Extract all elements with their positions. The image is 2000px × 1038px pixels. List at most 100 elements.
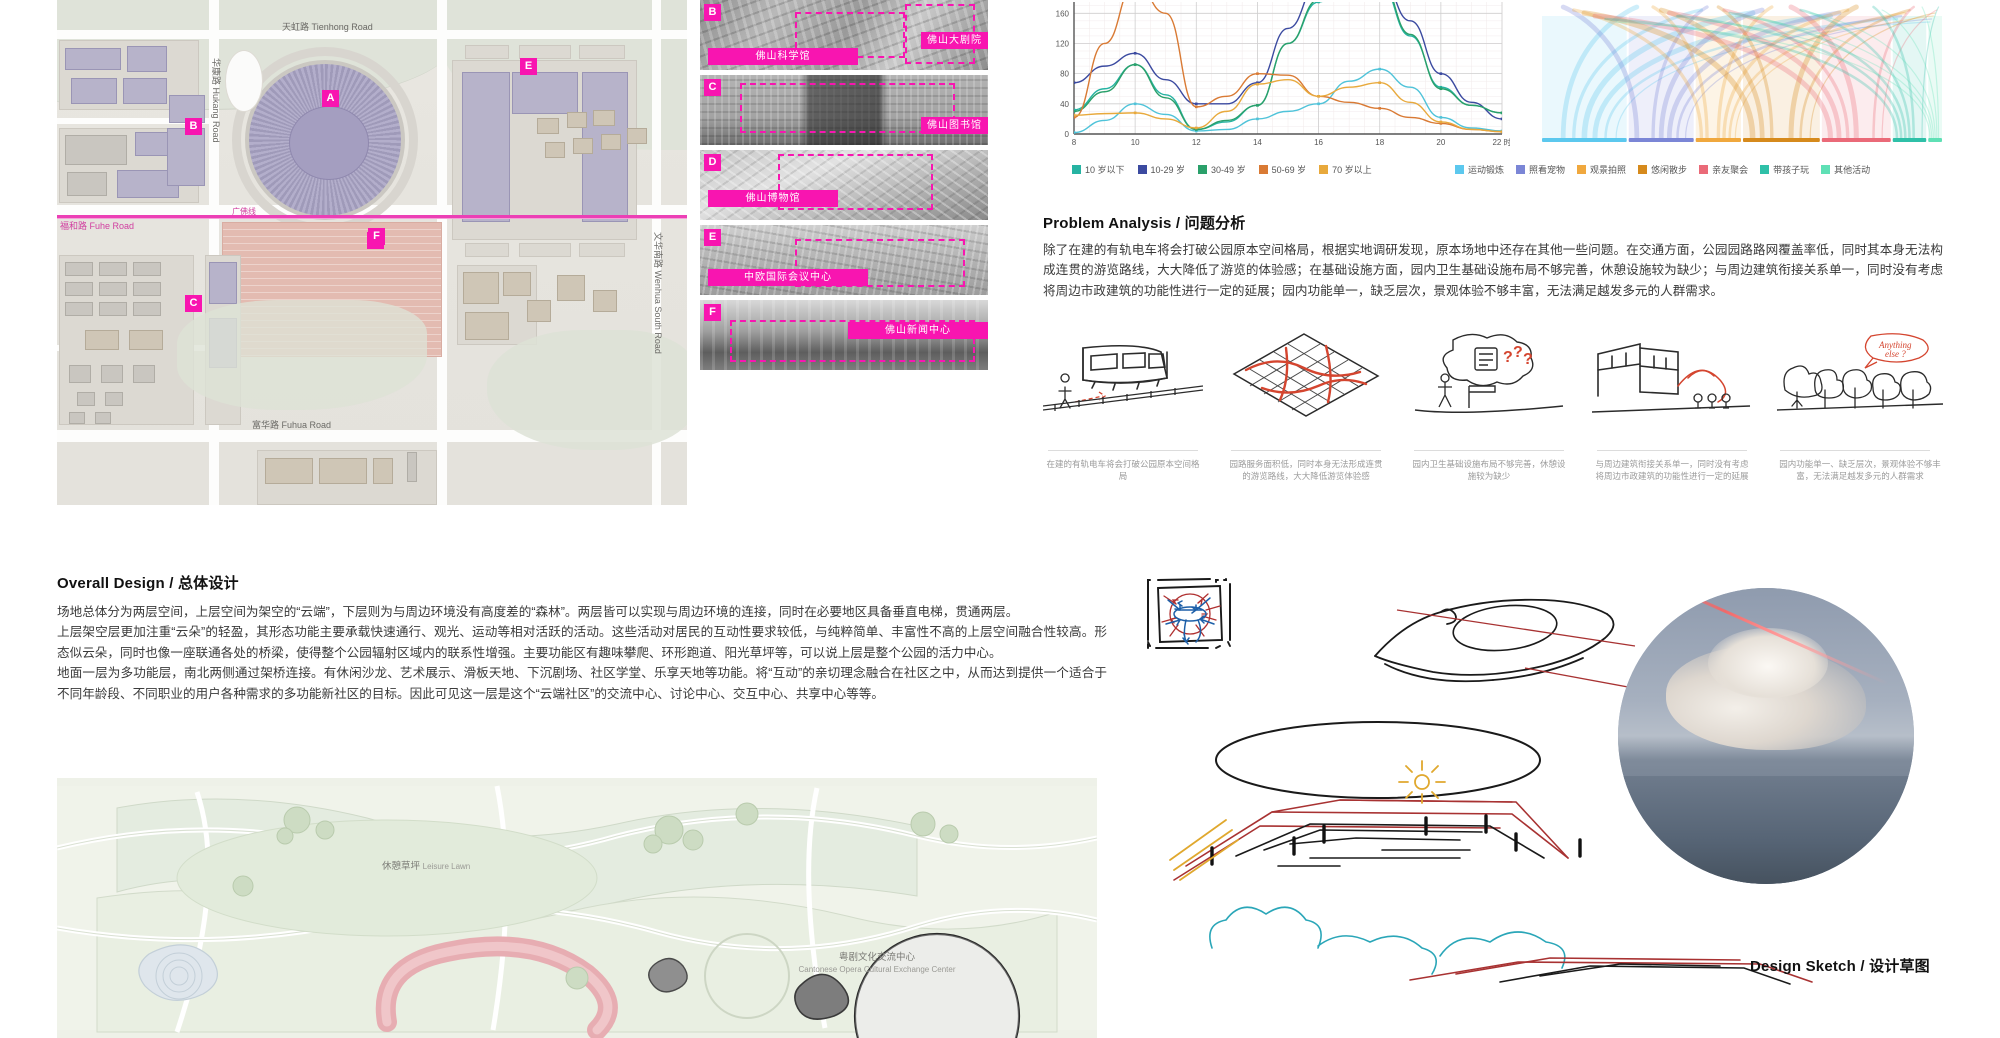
photo-tag-library: 佛山图书馆 — [921, 117, 988, 134]
photo-tag-opera-house: 佛山大剧院 — [921, 32, 988, 49]
problem-sketch-row: 在建的有轨电车将会打破公园原本空间格局 园路服务面积低，同时 — [1042, 330, 1953, 510]
legend-item-act-0[interactable]: 运动锻炼 — [1455, 163, 1504, 176]
svg-text:16: 16 — [1314, 138, 1323, 147]
svg-text:80: 80 — [1060, 70, 1069, 79]
legend-item-act-2[interactable]: 观景拍照 — [1577, 163, 1626, 176]
legend-label: 亲友聚会 — [1712, 165, 1749, 175]
overall-design-paragraph-3: 地面一层为多功能层，南北两侧通过架桥连接。有休闲沙龙、艺术展示、滑板天地、下沉剧… — [57, 666, 1107, 701]
problem-analysis-paragraph: 除了在建的有轨电车将会打破公园原本空间格局，根据实地调研发现，原本场地中还存在其… — [1043, 243, 1943, 298]
cloud-photo-water — [1618, 776, 1914, 884]
rail-label-guangfo: 广佛线 — [232, 207, 256, 216]
legend-item-age-3[interactable]: 50-69 岁 — [1258, 163, 1307, 176]
site-context-map[interactable]: 天虹路 Tienhong Road 文华南路 Wenhua South Road… — [57, 0, 687, 505]
map-tree-cluster — [527, 110, 657, 200]
landscape-section-sketch — [1209, 906, 1813, 985]
activity-flow-chord-chart[interactable] — [1528, 0, 1958, 150]
svg-text:120: 120 — [1056, 39, 1070, 48]
context-photo-strip: B 佛山大剧院 佛山科学馆 C 佛山图书馆 D 佛山博物馆 E 中欧 — [700, 0, 988, 498]
svg-text:?: ? — [1503, 349, 1513, 366]
legend-item-age-0[interactable]: 10 岁以下 — [1072, 163, 1125, 176]
legend-item-act-5[interactable]: 带孩子玩 — [1760, 163, 1809, 176]
legend-item-age-4[interactable]: 70 岁以上 — [1319, 163, 1372, 176]
photo-item-d[interactable]: D 佛山博物馆 — [700, 150, 988, 220]
legend-item-act-6[interactable]: 其他活动 — [1821, 163, 1870, 176]
svg-text:40: 40 — [1060, 100, 1069, 109]
svg-text:?: ? — [1513, 344, 1523, 361]
legend-label: 带孩子玩 — [1773, 165, 1810, 175]
building-interface-sketch-caption: 与周边建筑衔接关系单一，同时没有考虑将周边市政建筑的功能性进行一定的延展 — [1595, 459, 1749, 482]
photo-letter-c: C — [704, 79, 721, 96]
legend-label: 50-69 岁 — [1271, 165, 1307, 175]
photo-item-b[interactable]: B 佛山大剧院 佛山科学馆 — [700, 0, 988, 70]
legend-swatch — [1137, 165, 1147, 174]
legend-swatch — [1760, 165, 1770, 174]
svg-text:22 时: 22 时 — [1492, 137, 1510, 147]
svg-text:0: 0 — [1065, 130, 1070, 139]
map-green-area-south — [487, 330, 687, 450]
road-label-fuhua: 富华路 Fuhua Road — [252, 420, 332, 430]
activity-legend: 运动锻炼 照看宠物 观景拍照 悠闲散步 亲友聚会 带孩子玩 其他活动 — [1455, 163, 1870, 176]
map-marker-e[interactable]: E — [520, 58, 537, 75]
legend-item-act-3[interactable]: 悠闲散步 — [1638, 163, 1687, 176]
legend-swatch — [1821, 165, 1831, 174]
svg-text:160: 160 — [1056, 9, 1070, 18]
path-network-sketch-caption: 园路服务面积低，同时本身无法形成连贯的游览路线，大大降低游览体验感 — [1229, 459, 1383, 482]
legend-label: 观景拍照 — [1590, 165, 1627, 175]
legend-swatch — [1198, 165, 1208, 174]
legend-label: 70 岁以上 — [1332, 165, 1372, 175]
overall-site-plan[interactable]: 休憩草坪 Leisure Lawn 粤剧文化交流中心 Cantonese Ope… — [57, 778, 1097, 1038]
map-green-area-mid — [177, 300, 427, 410]
svg-text:14: 14 — [1253, 138, 1262, 147]
legend-item-act-1[interactable]: 照看宠物 — [1516, 163, 1565, 176]
legend-swatch — [1699, 165, 1709, 174]
flow-chart-svg — [1528, 0, 1958, 150]
svg-text:12: 12 — [1192, 138, 1201, 147]
road-tienhong — [57, 30, 687, 39]
overall-design-paragraph-1: 场地总体分为两层空间，上层空间为架空的“云端”，下层则为与周边环境没有高度差的“… — [57, 605, 1019, 619]
photo-item-f[interactable]: F 佛山新闻中心 — [700, 300, 988, 370]
map-marker-f[interactable]: F — [368, 228, 385, 245]
photo-item-e[interactable]: E 中欧国际会议中心 — [700, 225, 988, 295]
road-vertical-2 — [437, 0, 447, 505]
legend-item-act-4[interactable]: 亲友聚会 — [1699, 163, 1748, 176]
tram-line-secondary — [57, 218, 687, 219]
svg-text:18: 18 — [1375, 138, 1384, 147]
map-oval-plaza — [225, 50, 263, 112]
cloud-form-perspective-sketch — [1374, 598, 1655, 693]
legend-label: 运动锻炼 — [1468, 165, 1505, 175]
road-wenhua-south — [652, 0, 661, 505]
road-label-fuhe: 福和路 Fuhe Road — [60, 221, 135, 231]
photo-tag-news-center: 佛山新闻中心 — [848, 322, 988, 339]
legend-item-age-2[interactable]: 30-49 岁 — [1198, 163, 1246, 176]
road-minor-1 — [57, 118, 212, 124]
photo-item-c[interactable]: C 佛山图书馆 — [700, 75, 988, 145]
facilities-sketch-caption: 园内卫生基础设施布局不够完善，休憩设施较为缺少 — [1412, 459, 1566, 482]
legend-label: 30-49 岁 — [1211, 165, 1246, 175]
photo-tag-conference-center: 中欧国际会议中心 — [708, 269, 868, 286]
legend-item-age-1[interactable]: 10-29 岁 — [1137, 163, 1186, 176]
design-sketch-title: Design Sketch / 设计草图 — [1750, 958, 1930, 975]
legend-label: 悠闲散步 — [1651, 165, 1688, 175]
map-marker-a[interactable]: A — [322, 90, 339, 107]
svg-text:8: 8 — [1072, 138, 1077, 147]
legend-swatch — [1455, 165, 1464, 174]
cloud-photo-render[interactable] — [1618, 588, 1914, 884]
monotony-sketch-caption: 园内功能单一、缺乏层次，景观体验不够丰富，无法满足越发多元的人群需求 — [1779, 459, 1941, 482]
photo-letter-e: E — [704, 229, 721, 246]
monotony-sketch: Anything else ? — [1775, 330, 1944, 420]
map-marker-b[interactable]: B — [185, 118, 202, 135]
tram-sketch-caption: 在建的有轨电车将会打破公园原本空间格局 — [1046, 459, 1200, 482]
legend-label: 10-29 岁 — [1150, 165, 1186, 175]
map-marker-c[interactable]: C — [185, 295, 202, 312]
legend-swatch — [1516, 165, 1526, 174]
two-level-structure-sketch — [1169, 721, 1582, 881]
legend-swatch — [1258, 165, 1268, 174]
legend-swatch — [1638, 165, 1648, 174]
site-plan-label-leisure-lawn: 休憩草坪 Leisure Lawn — [382, 861, 471, 872]
site-plan-label-opera-center: 粤剧文化交流中心 Cantonese Opera Cultural Exchan… — [798, 952, 956, 975]
photo-letter-d: D — [704, 154, 721, 171]
road-label-tienhong: 天虹路 Tienhong Road — [282, 22, 373, 32]
site-flow-diagram-sketch — [1147, 578, 1231, 649]
